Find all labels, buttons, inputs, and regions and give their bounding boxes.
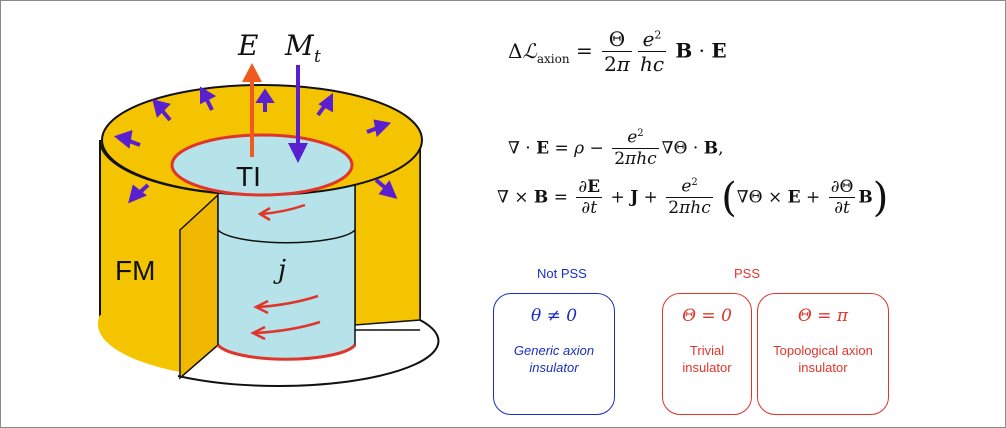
current-arrows xyxy=(250,203,321,341)
category-pss: PSS xyxy=(734,266,761,281)
lagrangian-lhs: Δℒaxion xyxy=(508,38,570,66)
mag-arrow-head xyxy=(128,184,147,204)
category-not-pss: Not PSS xyxy=(537,266,587,281)
magnetization-t-arrowhead xyxy=(288,143,308,163)
dtheta-dt: ∂Θ∂t xyxy=(828,176,856,219)
current-arrow xyxy=(254,320,321,335)
electric-field-arrowhead xyxy=(242,63,262,82)
box-topological-axion-insulator: Θ = π Topological axion insulator xyxy=(757,293,889,415)
box-description: Generic axion insulator xyxy=(513,343,595,375)
box-description: Topological axion insulator xyxy=(773,343,873,375)
magnetization-arrows xyxy=(113,86,398,204)
mag-arrow-head xyxy=(255,88,275,103)
mag-arrow-head xyxy=(152,99,171,118)
box-symbol: Θ = π xyxy=(797,306,849,326)
box-symbol: Θ = 0 xyxy=(682,306,732,326)
label-m-subscript: t xyxy=(314,47,321,67)
box-trivial-insulator: Θ = 0 Trivial insulator xyxy=(662,293,752,415)
mag-arrow-head xyxy=(200,86,217,105)
current-arrow-head xyxy=(253,299,269,315)
mag-arrow-head xyxy=(318,92,333,113)
current-arrow-head xyxy=(257,206,271,222)
current-arrow-head xyxy=(250,325,266,341)
current-arrow xyxy=(261,203,306,216)
ti-top-surface xyxy=(170,133,354,197)
dE-dt: ∂E∂t xyxy=(576,176,603,219)
ti-midline xyxy=(217,229,356,244)
mag-arrow-head xyxy=(113,130,133,149)
mag-arrow-head xyxy=(373,119,392,138)
fm-lower-left xyxy=(97,315,180,372)
label-fm: FM xyxy=(115,255,155,286)
mag-arrow-head xyxy=(378,180,398,199)
label-ti: TI xyxy=(236,161,261,192)
current-arrow xyxy=(257,294,319,309)
box-description: Trivial insulator xyxy=(682,343,732,375)
ti-fm-cylinder-diagram: E M t TI FM j xyxy=(97,29,440,387)
bottom-edge xyxy=(177,319,440,387)
label-m: M xyxy=(284,29,315,62)
label-e: E xyxy=(237,29,258,62)
current-bottom-edge xyxy=(216,343,357,361)
box-generic-axion-insulator: θ ≠ 0 Generic axion insulator xyxy=(493,293,615,415)
box-symbol: θ ≠ 0 xyxy=(530,306,578,326)
